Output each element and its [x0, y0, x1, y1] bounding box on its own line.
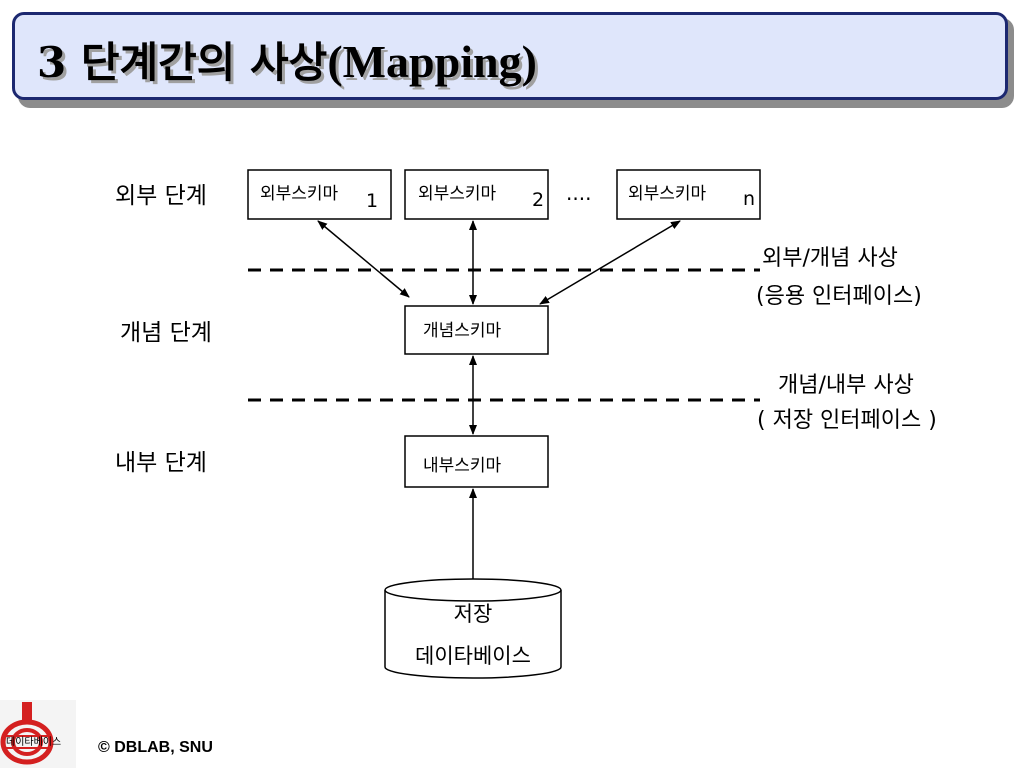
title-banner: 3 단계간의 사상(Mapping) [12, 12, 1008, 100]
external-schema-2-label: 외부스키마 [418, 184, 497, 204]
storage-database-cylinder: 저장 데이타베이스 [384, 578, 562, 679]
external-schema-n-label: 외부스키마 [628, 184, 707, 204]
mapping-conceptual-internal-subtitle: ( 저장 인터페이스 ) [757, 408, 937, 433]
external-schema-1-index: 1 [366, 190, 378, 212]
external-schema-box-2: 외부스키마 2 [404, 169, 549, 220]
arrow-external1-conceptual [317, 220, 410, 298]
page-title: 3 단계간의 사상(Mapping) [37, 29, 537, 90]
external-schema-2-index: 2 [532, 189, 544, 211]
mapping-conceptual-internal-title: 개념/내부 사상 [778, 373, 914, 398]
external-schema-box-1: 외부스키마 1 [247, 169, 392, 220]
internal-schema-label: 내부스키마 [423, 456, 502, 476]
mapping-external-conceptual-subtitle: (응용 인터페이스) [756, 284, 922, 309]
logo-text: 데이타베이스 [6, 736, 61, 748]
storage-label-line1: 저장 [454, 602, 493, 626]
storage-label-line2: 데이타베이스 [415, 644, 531, 668]
internal-schema-box: 내부스키마 [404, 435, 549, 488]
footer-copyright: © DBLAB, SNU [98, 739, 213, 756]
mapping-external-conceptual-title: 외부/개념 사상 [762, 246, 898, 271]
arrow-externaln-conceptual [539, 220, 681, 305]
external-schema-n-index: n [743, 188, 755, 210]
level-label-internal: 내부 단계 [115, 450, 207, 476]
dblab-logo-icon: 데이타베이스 [0, 700, 76, 768]
title-prefix: 3 단계간의 사상 [37, 38, 328, 87]
level-label-external: 외부 단계 [115, 183, 207, 209]
conceptual-schema-label: 개념스키마 [423, 321, 502, 341]
title-latin: (Mapping) [327, 36, 537, 87]
conceptual-schema-box: 개념스키마 [404, 305, 549, 355]
external-schema-1-label: 외부스키마 [260, 184, 339, 204]
level-label-conceptual: 개념 단계 [120, 320, 212, 346]
external-schema-ellipsis: .... [566, 181, 591, 205]
external-schema-box-n: 외부스키마 n [616, 169, 761, 220]
